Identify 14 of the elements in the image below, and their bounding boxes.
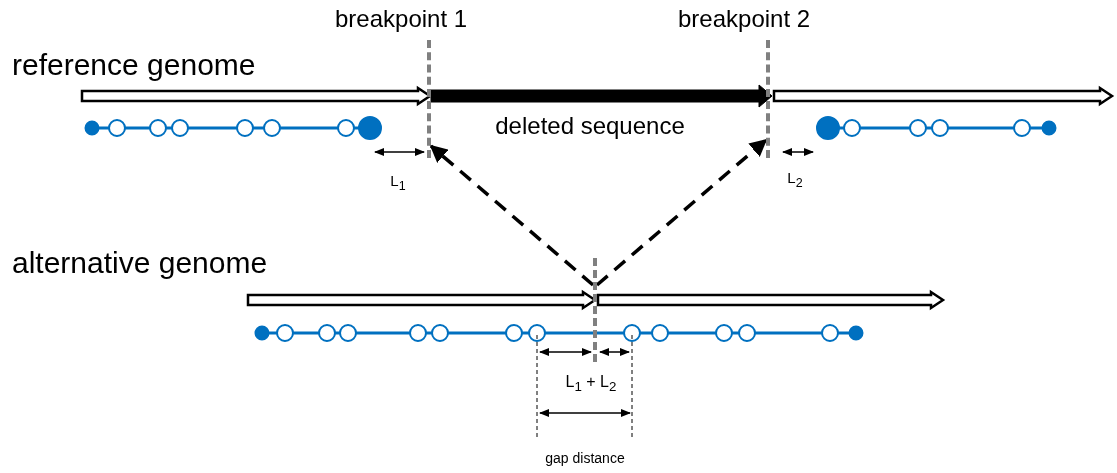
diagram-label: gap distance bbox=[545, 451, 625, 467]
breakpoint-line bbox=[427, 40, 431, 158]
diagram-label: alternative genome bbox=[12, 246, 268, 279]
breakpoint-line bbox=[766, 40, 770, 158]
dashed-arrow bbox=[429, 144, 595, 287]
diagram-label: L$_{2}$ bbox=[787, 170, 803, 191]
diagram-label: L$_{1}$ bbox=[390, 173, 406, 194]
diagram-label: deleted sequence bbox=[495, 113, 685, 140]
breakpoint-label: breakpoint 1 bbox=[335, 6, 468, 33]
breakpoint-label: breakpoint 2 bbox=[678, 6, 811, 33]
breakpoint-line bbox=[593, 258, 597, 362]
diagram-label: L$_{1}$ + L$_{2}$ bbox=[565, 373, 617, 395]
diagram-label: reference genome bbox=[12, 48, 256, 81]
dashed-arrow bbox=[595, 138, 768, 287]
